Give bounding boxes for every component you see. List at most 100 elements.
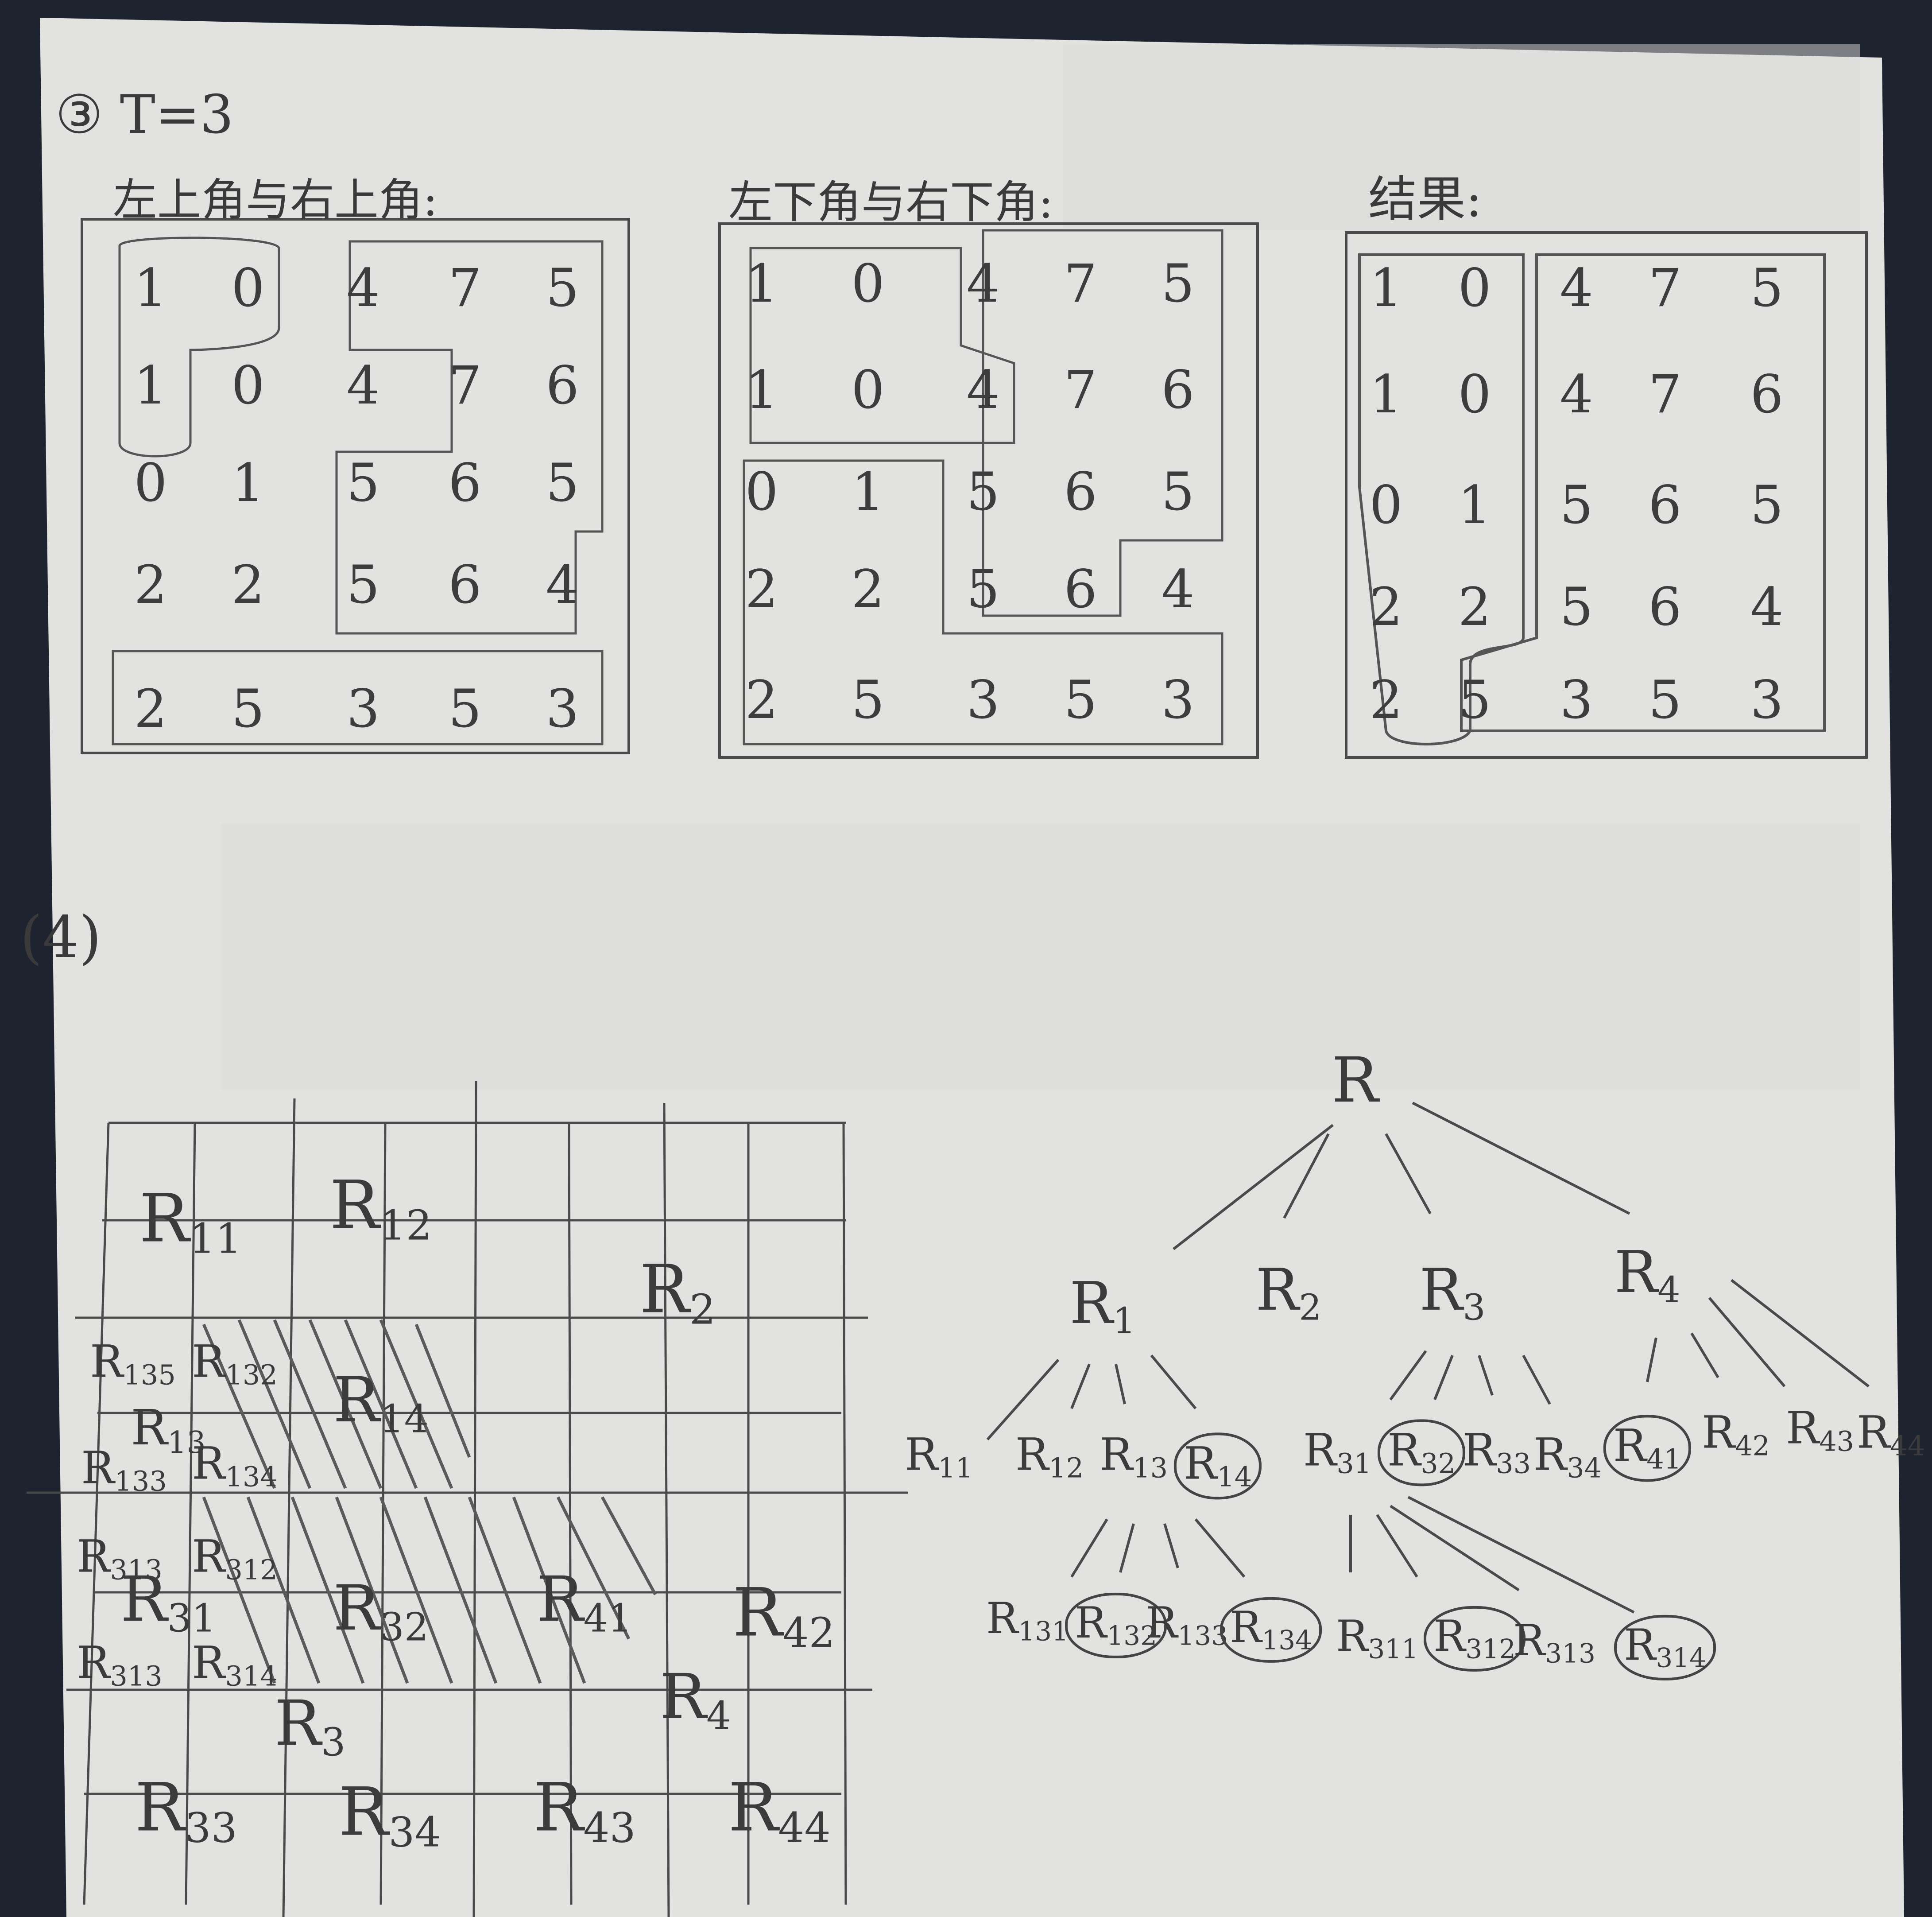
grid-cell: 5 xyxy=(1750,257,1784,318)
tree-node: R132 xyxy=(1065,1592,1167,1659)
grid-cell: 6 xyxy=(448,554,482,615)
tree-node: R314 xyxy=(1614,1614,1716,1681)
grid-cell: 2 xyxy=(1369,669,1403,730)
grid-cell: 1 xyxy=(745,253,778,314)
region-label: R12 xyxy=(329,1167,432,1250)
grid-cell: 7 xyxy=(1648,364,1682,425)
grid-cell: 0 xyxy=(1369,474,1403,536)
region-label: R33 xyxy=(135,1769,237,1852)
grid-cell: 0 xyxy=(1458,257,1491,318)
region-outline-2c xyxy=(743,459,1223,745)
grid-cell: 2 xyxy=(1369,576,1403,637)
panel-title-result: 结果: xyxy=(1368,171,1483,228)
tree-node: R13 xyxy=(1099,1428,1168,1484)
region-label: R314 xyxy=(192,1637,278,1692)
grid-cell: 5 xyxy=(1750,474,1784,536)
grid-cell: 6 xyxy=(1750,364,1784,425)
region-label: R13 xyxy=(131,1399,206,1460)
hatched-region xyxy=(202,1319,657,1684)
grid-cell: 6 xyxy=(1648,474,1682,536)
tree-node: R xyxy=(1332,1044,1378,1117)
grid-cell: 3 xyxy=(346,678,380,739)
grid-cell: 4 xyxy=(1161,559,1195,620)
region-label: R313 xyxy=(77,1637,163,1692)
grid-cell: 7 xyxy=(1648,257,1682,318)
grid-cell: 5 xyxy=(1161,461,1195,522)
tree-node: R134 xyxy=(1220,1597,1322,1663)
grid-cell: 1 xyxy=(1369,257,1403,318)
region-outline-1a xyxy=(118,237,280,458)
grid-cell: 4 xyxy=(346,257,380,318)
grid-cell: 2 xyxy=(745,669,778,730)
partition-grid xyxy=(27,1080,908,1917)
grid-cell: 5 xyxy=(1560,474,1593,536)
grid-cell: 1 xyxy=(851,461,885,522)
grid-cell: 0 xyxy=(134,452,167,513)
region-label: R44 xyxy=(728,1769,831,1852)
tree-node: R12 xyxy=(1015,1428,1084,1484)
region-label: R34 xyxy=(338,1773,441,1856)
region-outline-1b xyxy=(335,240,604,635)
show-through-mid xyxy=(221,824,1860,1090)
region-label: R133 xyxy=(81,1442,167,1498)
grid-cell: 2 xyxy=(851,559,885,620)
grid-cell: 3 xyxy=(1560,669,1593,730)
grid-cell: 3 xyxy=(546,678,579,739)
region-label: R135 xyxy=(90,1335,176,1391)
grid-cell: 0 xyxy=(851,359,885,420)
grid-cell: 4 xyxy=(546,554,579,615)
grid-cell: 3 xyxy=(1750,669,1784,730)
grid-cell: 5 xyxy=(1064,669,1097,730)
show-through-top xyxy=(1063,44,1860,230)
grid-cell: 1 xyxy=(1369,364,1403,425)
region-label: R41 xyxy=(537,1563,632,1641)
grid-cell: 4 xyxy=(966,359,1000,420)
grid-cell: 4 xyxy=(1560,257,1593,318)
grid-cell: 1 xyxy=(134,355,167,416)
grid-cell: 7 xyxy=(1064,253,1097,314)
grid-cell: 4 xyxy=(346,355,380,416)
grid-cell: 5 xyxy=(546,452,579,513)
grid-cell: 7 xyxy=(448,257,482,318)
grid-cell: 5 xyxy=(546,257,579,318)
tree-node: R4 xyxy=(1614,1238,1680,1311)
tree-node: R43 xyxy=(1785,1402,1855,1458)
tree-node: R312 xyxy=(1424,1606,1525,1672)
tree-node: R311 xyxy=(1336,1611,1418,1665)
grid-cell: 2 xyxy=(231,554,265,615)
grid-cell: 5 xyxy=(966,461,1000,522)
tree-node: R3 xyxy=(1419,1256,1486,1329)
grid-cell: 2 xyxy=(1458,576,1491,637)
tree-node: R131 xyxy=(986,1593,1069,1647)
grid-cell: 7 xyxy=(448,355,482,416)
grid-cell: 0 xyxy=(745,461,778,522)
region-outline-1c xyxy=(112,650,604,745)
region-outline-2b xyxy=(982,229,1223,617)
region-label: R31 xyxy=(120,1563,216,1641)
grid-cell: 6 xyxy=(1648,576,1682,637)
grid-cell: 5 xyxy=(1161,253,1195,314)
section3-title: ③ T=3 xyxy=(55,84,234,146)
panel-title-top-corners: 左上角与右上角: xyxy=(113,174,438,226)
tree-node: R11 xyxy=(904,1428,973,1484)
region-label: R32 xyxy=(333,1572,429,1650)
region-label: R312 xyxy=(192,1530,278,1586)
grid-cell: 4 xyxy=(1750,576,1784,637)
grid-cell: 1 xyxy=(134,257,167,318)
tree-node: R133 xyxy=(1146,1598,1228,1652)
region-label: R43 xyxy=(533,1769,636,1852)
tree-node: R14 xyxy=(1173,1432,1262,1500)
panel-frame-top-corners xyxy=(81,218,630,754)
region-label: R132 xyxy=(192,1335,278,1391)
region-label: R11 xyxy=(139,1180,242,1263)
grid-cell: 2 xyxy=(134,678,167,739)
grid-cell: 5 xyxy=(851,669,885,730)
grid-cell: 6 xyxy=(1161,359,1195,420)
region-outline-2a xyxy=(749,247,1015,444)
grid-cell: 6 xyxy=(546,355,579,416)
grid-cell: 5 xyxy=(966,559,1000,620)
grid-cell: 1 xyxy=(231,452,265,513)
region-label: R14 xyxy=(333,1364,429,1442)
tree-node: R42 xyxy=(1701,1406,1770,1462)
grid-cell: 5 xyxy=(231,678,265,739)
